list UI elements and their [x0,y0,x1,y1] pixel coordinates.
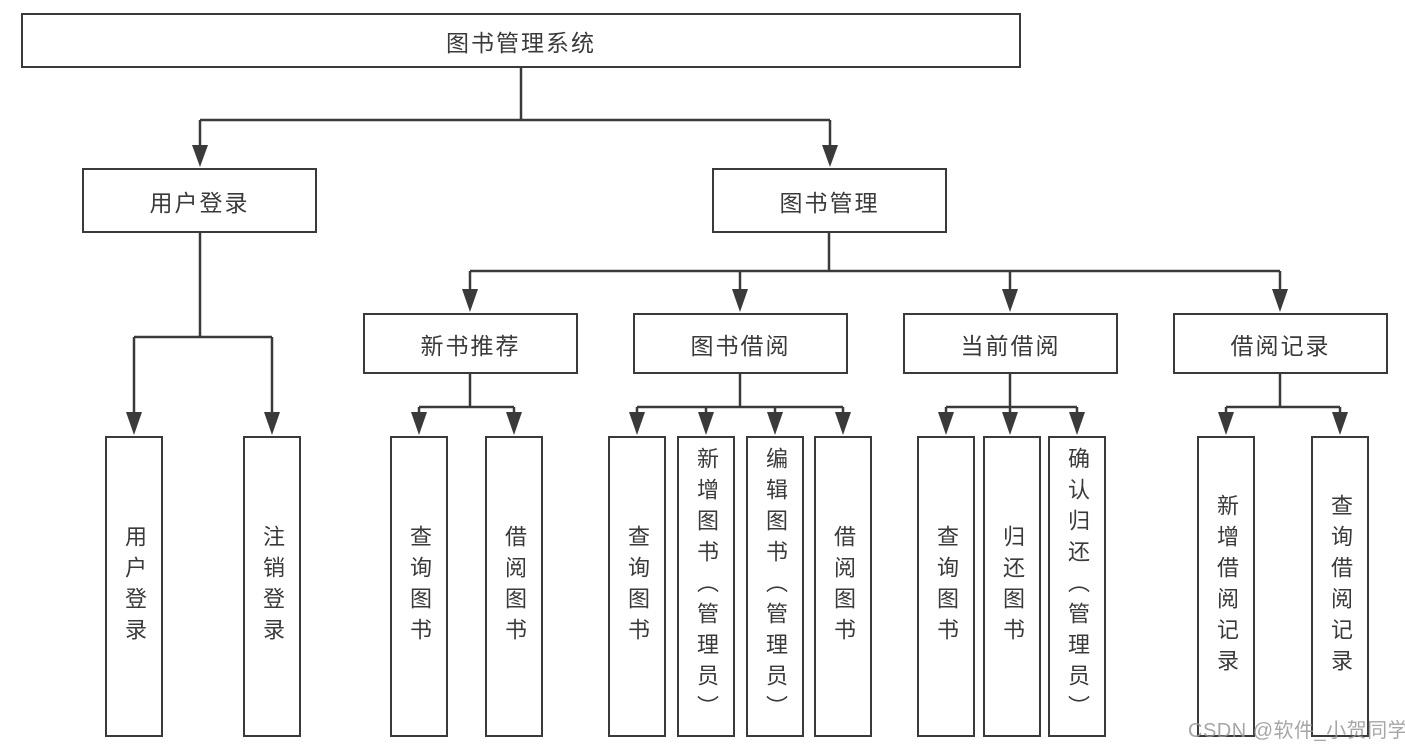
node-label: 借阅图书 [502,524,527,649]
node-label: 查询借阅记录 [1328,493,1353,680]
node-label: 确认归还（管理员） [1065,447,1090,726]
node-label: 注销登录 [260,524,285,649]
leaf-return-book: 归还图书 [983,436,1041,737]
leaf-logout: 注销登录 [243,436,301,737]
node-book-management: 图书管理 [712,168,947,233]
leaf-borrow-books-2: 借阅图书 [814,436,872,737]
node-label: 用户登录 [122,524,147,649]
node-label: 图书借阅 [690,332,791,359]
leaf-add-borrow-record: 新增借阅记录 [1197,436,1255,737]
node-label: 归还图书 [1000,524,1025,649]
node-current-borrow: 当前借阅 [903,313,1118,374]
leaf-add-book-admin: 新增图书（管理员） [677,436,735,737]
node-root-system: 图书管理系统 [21,13,1021,68]
node-book-borrow: 图书借阅 [633,313,848,374]
node-label: 借阅图书 [831,524,856,649]
node-label: 图书管理 [779,189,880,216]
leaf-query-books-3: 查询图书 [917,436,975,737]
leaf-confirm-return-admin: 确认归还（管理员） [1048,436,1106,737]
node-label: 查询图书 [934,524,959,649]
csdn-watermark: CSDN @软件_小贺同学 [1188,720,1405,742]
leaf-query-books-1: 查询图书 [390,436,448,737]
node-label: 查询图书 [625,524,650,649]
node-new-book-recommend: 新书推荐 [363,313,578,374]
node-label: 新书推荐 [420,332,521,359]
node-label: 新增借阅记录 [1214,493,1239,680]
node-label: 借阅记录 [1230,332,1331,359]
leaf-user-login: 用户登录 [105,436,163,737]
node-label: 用户登录 [149,189,250,216]
leaf-edit-book-admin: 编辑图书（管理员） [746,436,804,737]
leaf-query-borrow-record: 查询借阅记录 [1311,436,1369,737]
node-label: 新增图书（管理员） [694,447,719,726]
node-label: 图书管理系统 [446,29,596,56]
node-user-login: 用户登录 [82,168,317,233]
node-label: 编辑图书（管理员） [763,447,788,726]
node-borrow-records: 借阅记录 [1173,313,1388,374]
leaf-query-books-2: 查询图书 [608,436,666,737]
node-label: 当前借阅 [960,332,1061,359]
node-label: 查询图书 [407,524,432,649]
leaf-borrow-books-1: 借阅图书 [485,436,543,737]
arrowhead-icons [126,145,1348,435]
